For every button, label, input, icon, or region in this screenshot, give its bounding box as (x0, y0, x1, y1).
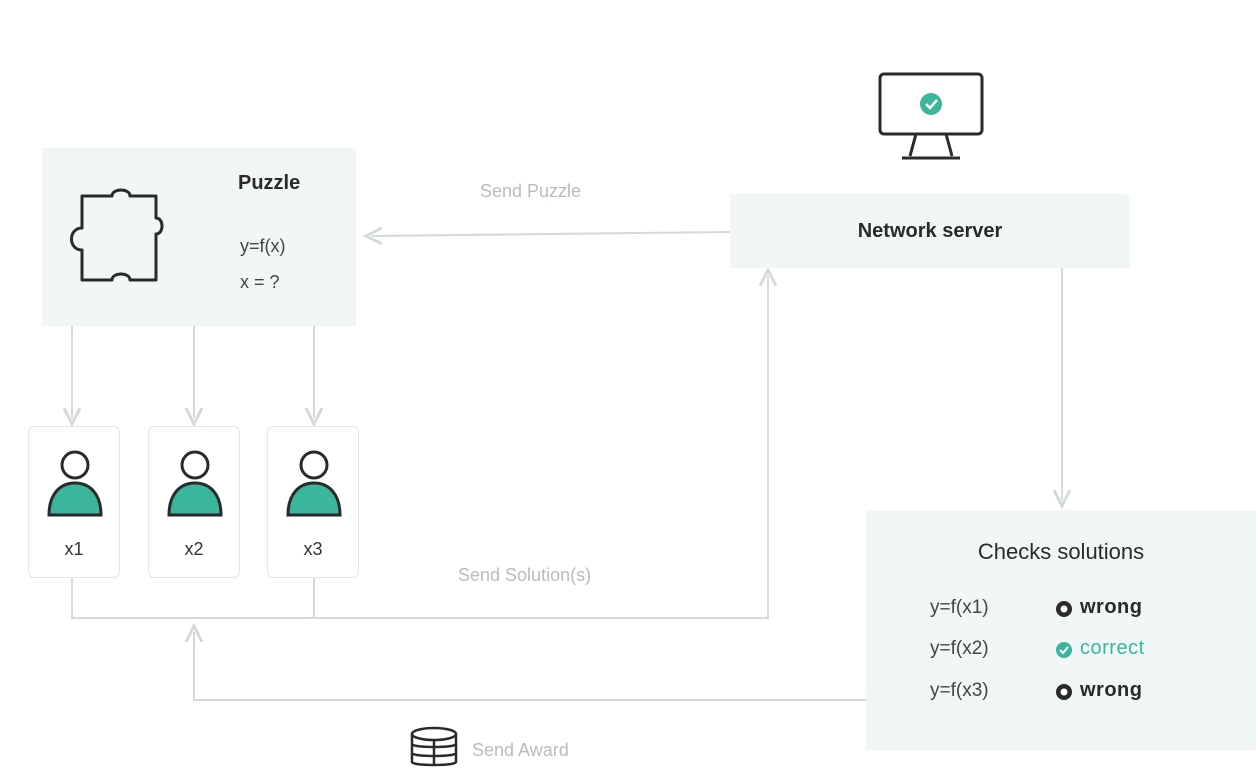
check-formula: y=f(x2) (930, 638, 989, 659)
user-icon (286, 450, 342, 517)
check-row: y=f(x3) wrong (930, 679, 1230, 706)
user-card-x2: x2 (148, 426, 240, 578)
correct-icon (1056, 642, 1072, 658)
check-formula: y=f(x1) (930, 597, 989, 618)
puzzle-piece-icon (70, 188, 164, 282)
send-puzzle-label: Send Puzzle (480, 181, 582, 201)
user-label: x3 (303, 539, 323, 559)
user-label: x1 (64, 539, 84, 559)
edge-send-award (194, 632, 866, 701)
puzzle-title: Puzzle (238, 172, 301, 194)
edge-send-puzzle (372, 232, 731, 236)
user-icon (47, 450, 103, 517)
check-status: wrong (1080, 596, 1143, 618)
monitor-check-icon (878, 72, 984, 160)
coins-stack-icon (410, 726, 458, 767)
check-status: wrong (1080, 679, 1143, 701)
user-card-x1: x1 (28, 426, 120, 578)
user-card-x3: x3 (267, 426, 359, 578)
puzzle-box (42, 148, 356, 326)
send-solutions-label: Send Solution(s) (458, 565, 592, 585)
check-formula: y=f(x3) (930, 680, 989, 701)
wrong-icon (1056, 684, 1072, 700)
user-icon (167, 450, 223, 517)
puzzle-formula-y: y=f(x) (240, 236, 286, 256)
network-server-title: Network server (857, 220, 1003, 242)
check-row: y=f(x1) wrong (930, 596, 1230, 623)
checks-solutions-title: Checks solutions (977, 539, 1145, 564)
edge-send-solutions (71, 578, 314, 619)
check-status: correct (1080, 637, 1145, 659)
puzzle-formula-x: x = ? (240, 272, 280, 292)
check-row: y=f(x2) correct (930, 637, 1230, 664)
send-award-label: Send Award (472, 740, 569, 760)
checks-solutions-box (866, 510, 1256, 750)
user-label: x2 (184, 539, 204, 559)
network-server-box (730, 194, 1130, 268)
wrong-icon (1056, 601, 1072, 617)
